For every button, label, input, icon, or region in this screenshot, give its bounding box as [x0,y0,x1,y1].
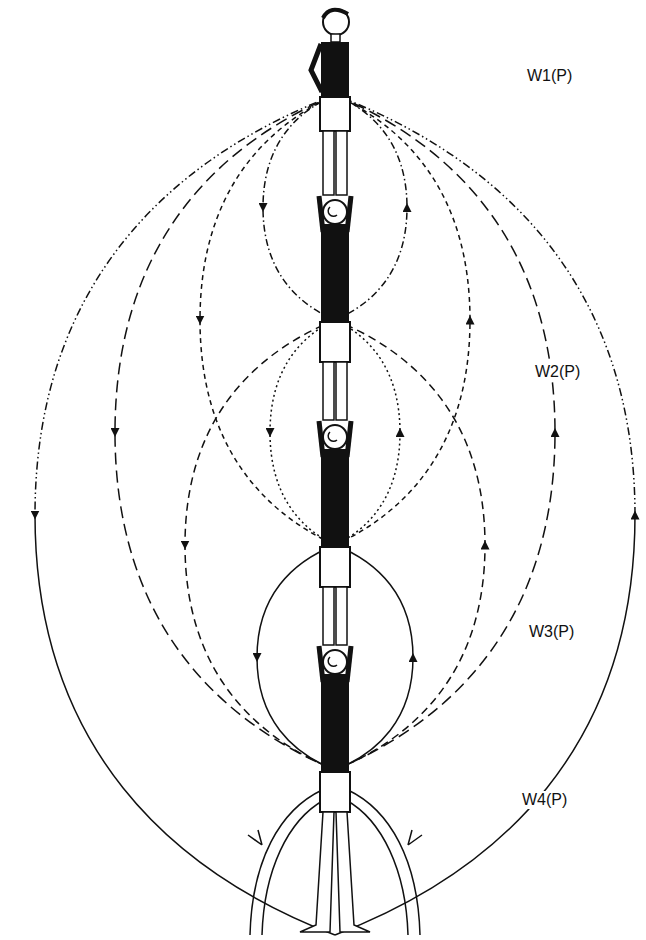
field-label: W3(P) [527,623,576,641]
field-label: W2(P) [533,363,582,381]
field-label: W1(P) [525,67,574,85]
field-label: W4(P) [520,791,569,809]
